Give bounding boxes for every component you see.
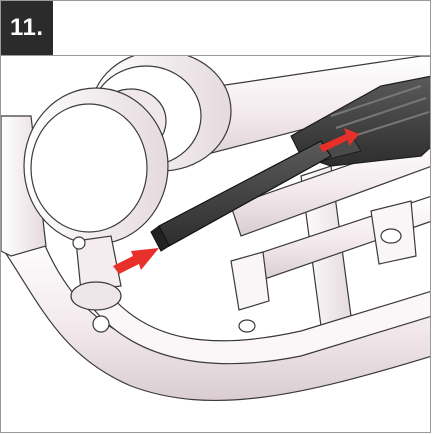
illustration-svg xyxy=(1,56,430,402)
insertion-arrows xyxy=(113,128,359,274)
arrow-lower-icon xyxy=(113,248,159,274)
dark-bar-part xyxy=(150,140,332,252)
assembly-illustration xyxy=(1,56,430,432)
arrow-upper-icon xyxy=(319,128,359,152)
step-number-badge: 11. xyxy=(1,1,53,55)
panel-header: 11. xyxy=(1,1,430,56)
wheel-assembly xyxy=(23,56,232,311)
